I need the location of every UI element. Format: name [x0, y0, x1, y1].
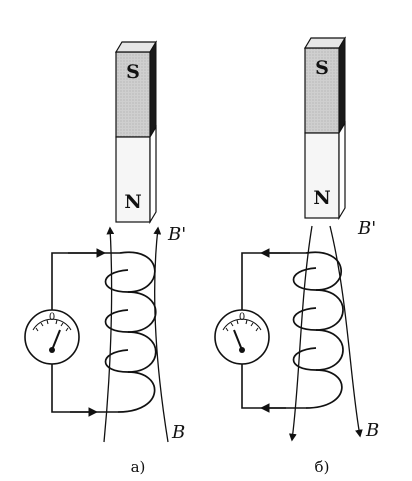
- magnet-pole-s-label: S: [126, 61, 140, 83]
- magnet-side-face-n: [338, 120, 346, 221]
- magnet-top-face: [114, 41, 158, 53]
- field-line-right-a: [153, 226, 169, 443]
- magnet-s-section: [304, 47, 340, 134]
- bar-magnet-b: S N: [303, 36, 347, 221]
- field-line-right-b: [329, 225, 363, 438]
- galvanometer-zero-label-b: 0: [239, 312, 245, 323]
- magnet-pole-n-label: N: [313, 187, 330, 209]
- galvanometer-a: 0: [24, 309, 80, 365]
- galvanometer-needle-b: [233, 329, 243, 351]
- panel-b: S N B' B 0: [214, 36, 379, 476]
- galvanometer-scale-a: [32, 318, 72, 331]
- galvanometer-scale-b: [222, 318, 262, 331]
- field-label-top-a: B': [167, 224, 186, 245]
- coil-a: [104, 251, 157, 413]
- galvanometer-b: 0: [214, 309, 270, 365]
- magnet-s-section: [115, 51, 151, 138]
- magnet-pole-n-label: N: [124, 191, 141, 213]
- field-line-left-b: [288, 225, 313, 442]
- field-label-bottom-b: B: [365, 420, 379, 441]
- caption-b: б): [315, 458, 330, 476]
- galvanometer-needle-a: [51, 329, 61, 351]
- panel-a: S N B' B: [24, 40, 186, 476]
- magnet-top-face: [303, 37, 347, 49]
- magnet-side-face-n: [149, 124, 157, 225]
- caption-a: а): [131, 458, 146, 476]
- galvanometer-zero-label-a: 0: [49, 312, 55, 323]
- bar-magnet-a: S N: [114, 40, 158, 225]
- magnet-pole-s-label: S: [315, 57, 329, 79]
- coil-b: [292, 251, 344, 409]
- field-lines-b: [288, 225, 363, 442]
- magnet-side-face-s: [149, 40, 157, 139]
- magnet-side-face-s: [338, 36, 346, 135]
- magnet-n-section: [115, 136, 151, 223]
- field-label-top-b: B': [357, 218, 376, 239]
- field-line-left-a: [103, 226, 115, 443]
- field-label-bottom-a: B: [171, 422, 185, 443]
- galvanometer-pivot-b: [239, 347, 245, 353]
- field-lines-a: [103, 226, 169, 443]
- galvanometer-pivot-a: [49, 347, 55, 353]
